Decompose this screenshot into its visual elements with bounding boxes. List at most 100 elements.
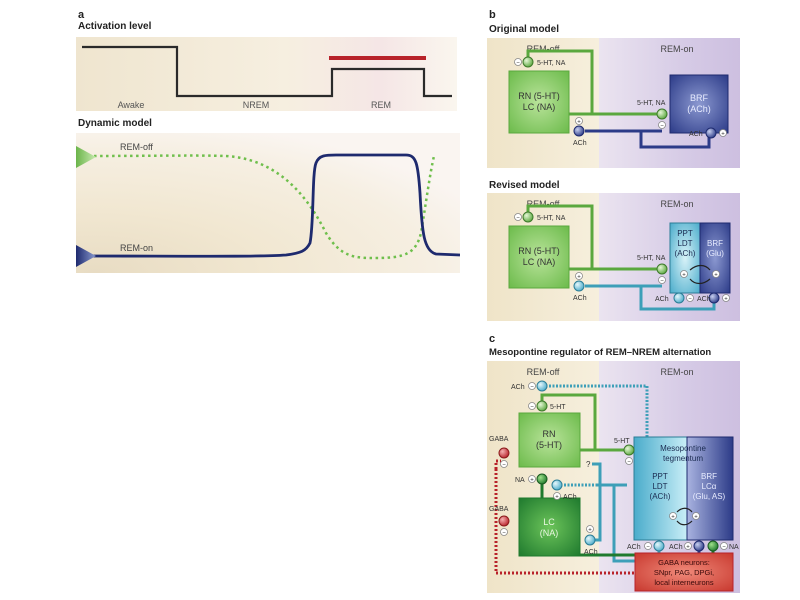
5ht-right-label: 5-HT [614, 438, 630, 445]
excitatory-sign [692, 512, 700, 520]
original-model-title: Original model [489, 24, 560, 35]
rem-off-heading: REM-off [527, 44, 560, 54]
ppt-label: PPT [652, 472, 668, 481]
svg-text:+: + [577, 275, 581, 281]
panel-c-letter: c [489, 333, 496, 345]
ach-label: (ACh) [650, 492, 671, 501]
green-rn-projection [540, 393, 629, 452]
inhibitory-sign [644, 542, 652, 550]
lc-na-label: (NA) [540, 528, 559, 538]
meso-title-2: tegmentum [663, 454, 703, 463]
syn-mid-label: 5-HT, NA [637, 100, 666, 107]
syn-top-label: 5-HT, NA [537, 215, 566, 222]
brf-lca-box [686, 436, 734, 541]
svg-text:+: + [577, 120, 581, 126]
syn-ach-label: ACh [573, 140, 587, 147]
brf-glu-box [699, 222, 731, 294]
gaba2-label: GABA [489, 506, 509, 513]
glu-as-label: (Glu, AS) [693, 492, 726, 501]
svg-text:−: − [530, 405, 534, 411]
question-mark-label: ? [586, 460, 591, 469]
lca-label: LCα [702, 482, 717, 491]
synapse-ach-mid [551, 479, 563, 491]
activation-background [76, 37, 457, 111]
synapse-na-bot [707, 540, 719, 552]
inhibitory-sign [658, 276, 666, 284]
inhibitory-sign [500, 528, 508, 536]
gaba-box-label-3: local interneurons [654, 578, 713, 587]
rn-lc-box [508, 225, 570, 289]
syn-ach-self-label: ACh [689, 131, 703, 138]
activation-level-plot: Awake NREM REM [76, 37, 457, 111]
reciprocal-arrow-icon [689, 278, 711, 285]
green-projection-line [526, 204, 662, 271]
synapse-ach-rnlc [573, 125, 585, 137]
brf-box [669, 74, 729, 134]
glu-label: (Glu) [706, 249, 724, 258]
rem-off-heading: REM-off [527, 199, 560, 209]
rem-on-neuron-icon [76, 245, 96, 267]
ach-bot1-label: ACh [627, 544, 641, 551]
green-projection-line [526, 49, 662, 116]
gaba1-label: GABA [489, 436, 509, 443]
excitatory-sign [684, 542, 692, 550]
syn-ach-self1-label: ACh [655, 296, 669, 303]
gaba-box-label-1: GABA neurons: [658, 558, 710, 567]
brf-label: BRF [701, 472, 717, 481]
inhibitory-sign [686, 294, 694, 302]
brf-label: BRF [707, 239, 723, 248]
synapse-5ht-na-top [522, 56, 534, 68]
inhibitory-sign [514, 213, 522, 221]
svg-text:−: − [516, 61, 520, 67]
panel-b-letter: b [489, 9, 496, 21]
rn-lc-label-2: LC (NA) [523, 102, 556, 112]
svg-text:+: + [555, 495, 559, 501]
ach-lc-label: ACh [584, 549, 598, 556]
na-label: NA [515, 477, 525, 484]
rem-on-trace [81, 153, 460, 258]
excitatory-sign [528, 475, 536, 483]
rem-off-heading: REM-off [527, 367, 560, 377]
synapse-ach-bot1 [653, 540, 665, 552]
rn-lc-label-1: RN (5-HT) [518, 246, 560, 256]
ppt-ldt-box [669, 222, 701, 294]
syn-top-label: 5-HT, NA [537, 60, 566, 67]
state-label-nrem: NREM [243, 100, 270, 110]
ldt-label: LDT [677, 239, 692, 248]
excitatory-sign [669, 512, 677, 520]
navy-feedback-line [639, 131, 711, 149]
activation-level-title: Activation level [78, 21, 152, 32]
ach-mid-label: ACh [563, 494, 577, 501]
ach-bot2-label: ACh [669, 544, 683, 551]
synapse-gaba-rn [498, 447, 510, 459]
reciprocal-arrow-icon [676, 507, 693, 513]
synapse-ach-bot2 [693, 540, 705, 552]
dynamic-model-plot: REM-off REM-on [76, 133, 460, 273]
mesopontine-title: Mesopontine regulator of REM–NREM altern… [489, 347, 712, 358]
syn-ach-self2-label: ACh [697, 296, 711, 303]
svg-text:+: + [682, 273, 686, 279]
gaba-neurons-box [634, 552, 734, 592]
svg-text:+: + [724, 297, 728, 303]
synapse-5ht-meso [623, 444, 635, 456]
svg-text:+: + [588, 528, 592, 534]
inhibitory-sign [528, 402, 536, 410]
lc-label: LC [543, 517, 555, 527]
svg-text:−: − [688, 297, 692, 303]
svg-text:−: − [660, 124, 664, 130]
dynamic-model-title: Dynamic model [78, 118, 152, 129]
excitatory-sign [586, 525, 594, 533]
rem-on-heading: REM-on [660, 199, 693, 209]
svg-text:+: + [714, 273, 718, 279]
excitatory-sign [575, 272, 583, 280]
rem-on-label: REM-on [120, 243, 153, 253]
ldt-label: LDT [652, 482, 667, 491]
cyan-dashed-projection [542, 384, 649, 437]
state-label-rem: REM [371, 100, 391, 110]
syn-mid-label: 5-HT, NA [637, 255, 666, 262]
svg-text:−: − [627, 460, 631, 466]
excitatory-sign [575, 117, 583, 125]
inhibitory-sign [500, 460, 508, 468]
gaba-dashed-projection [494, 469, 635, 575]
activation-trace [82, 45, 452, 98]
